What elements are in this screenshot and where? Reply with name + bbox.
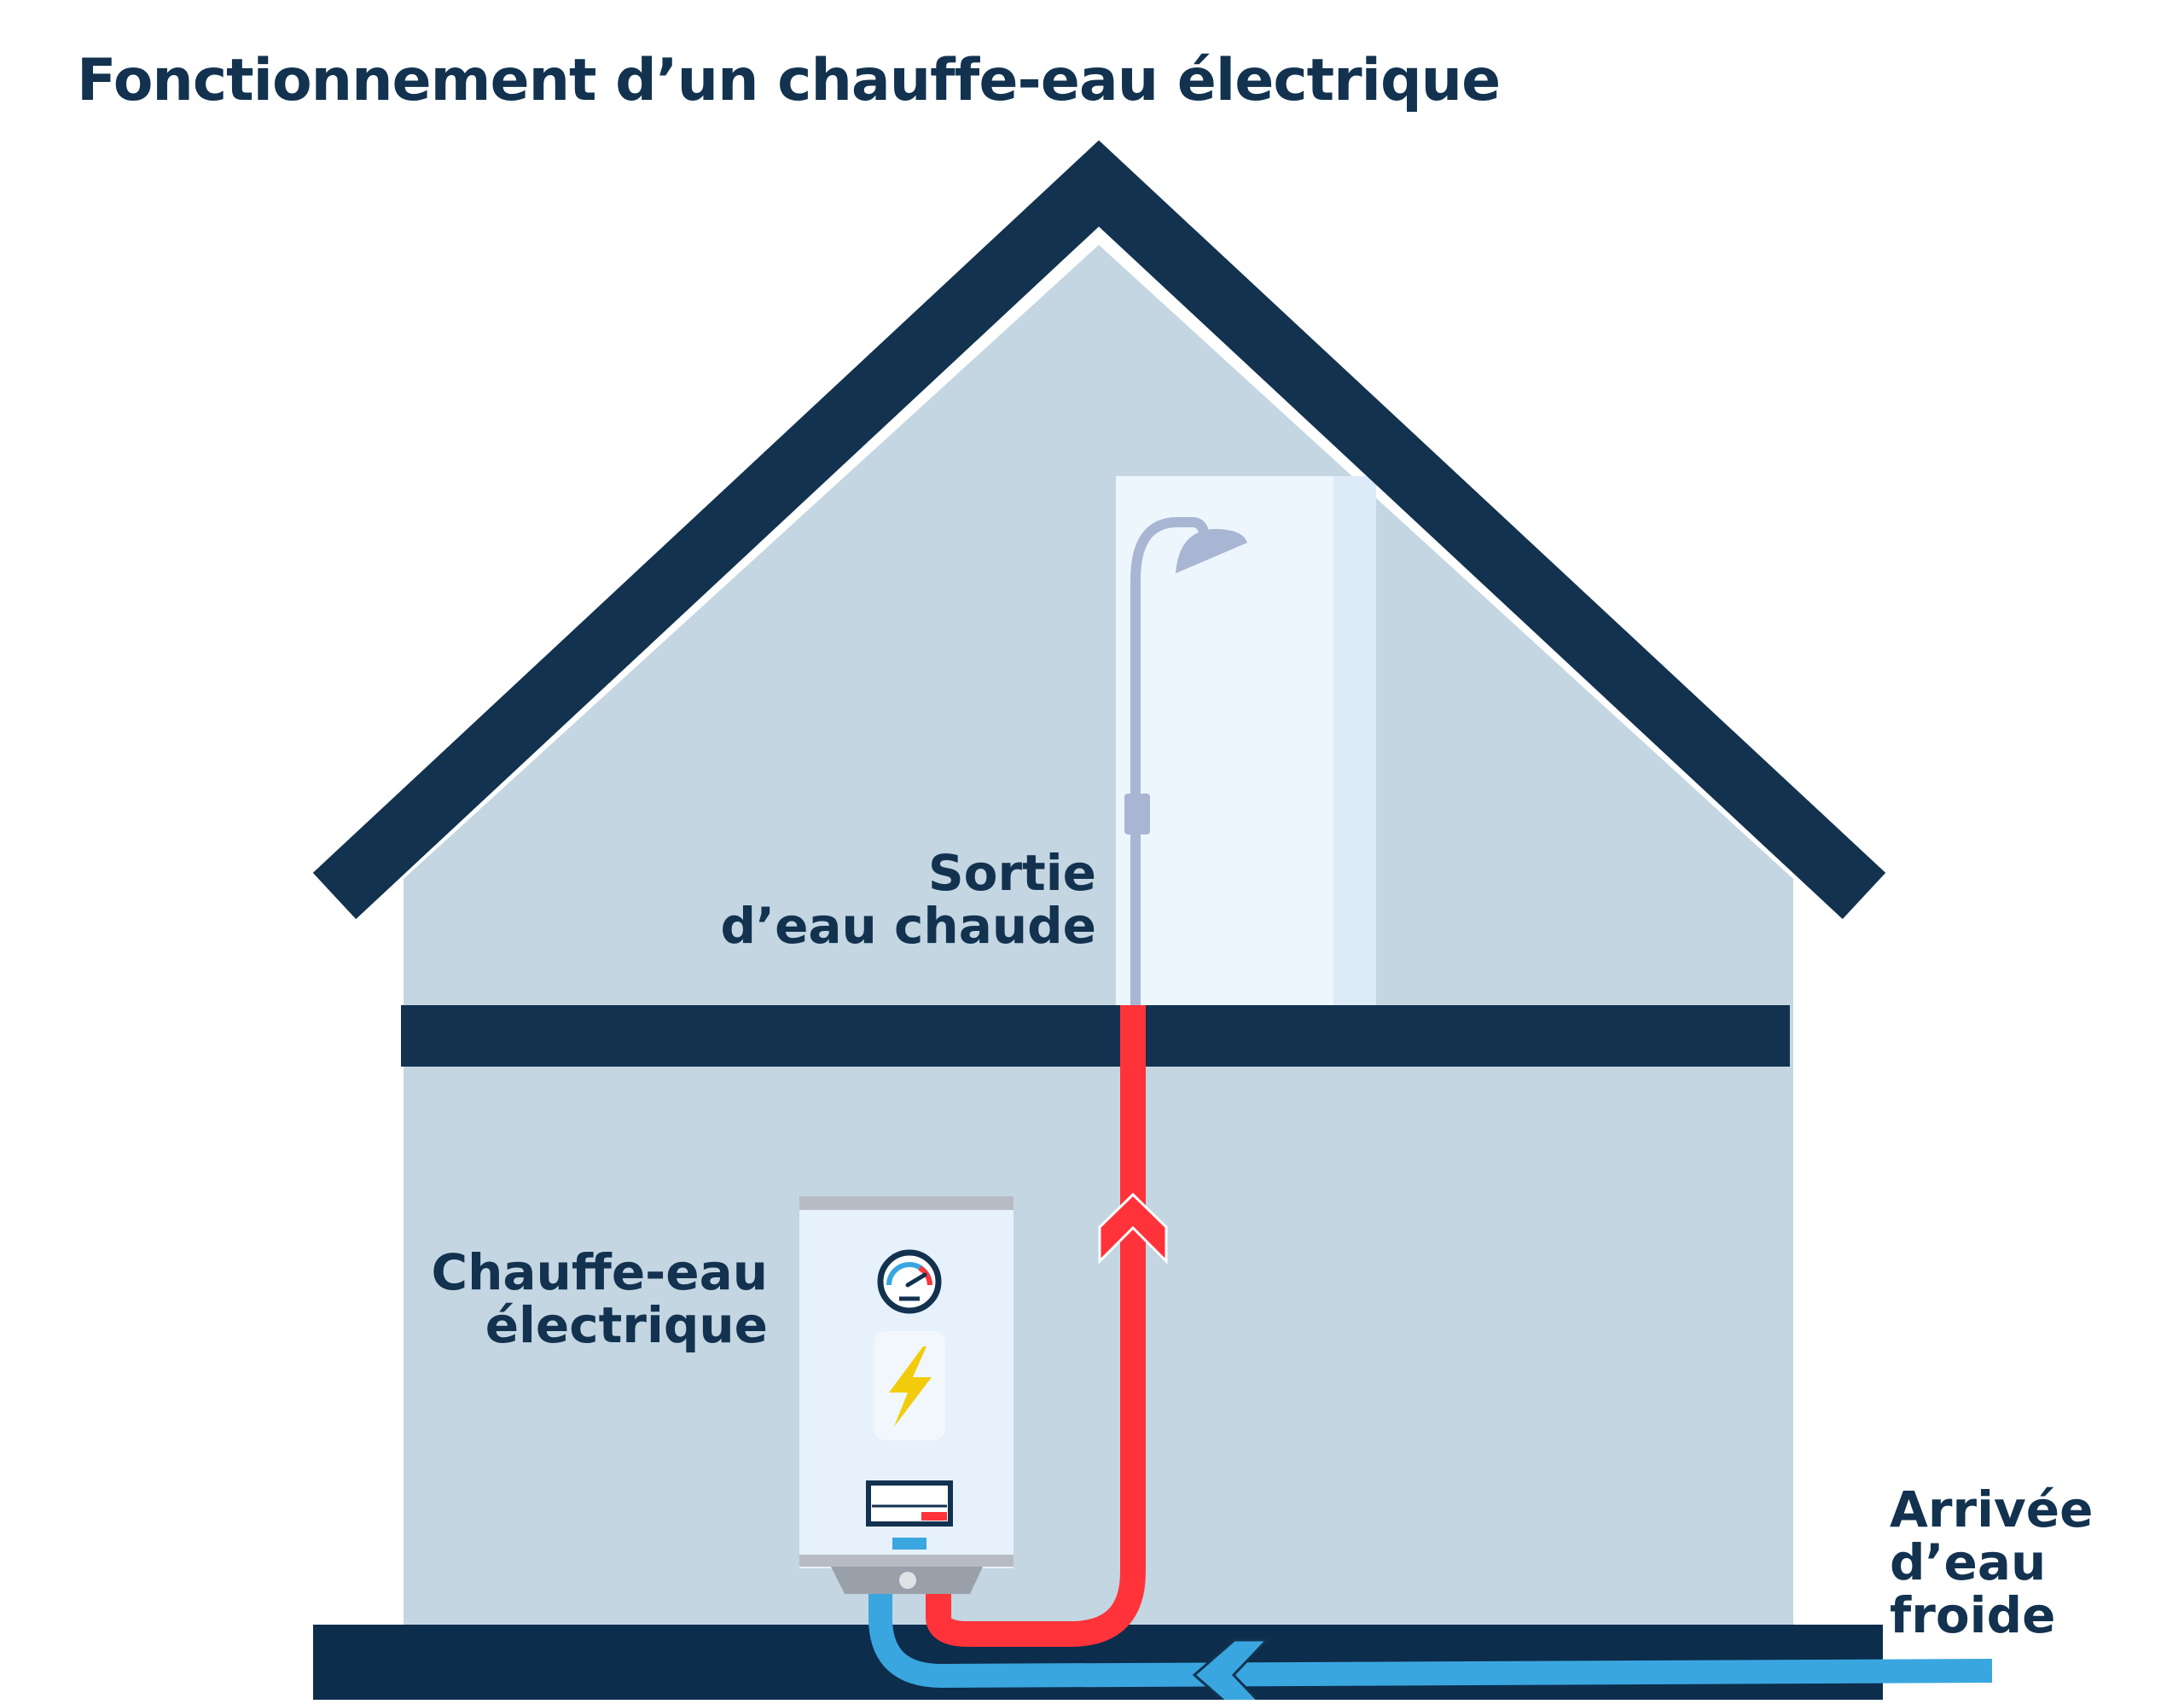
flow-arrow-icon — [1192, 1638, 1270, 1704]
shower-cabin — [1116, 476, 1376, 1005]
label-line: Chauffe-eau — [431, 1243, 768, 1301]
water-heater-label: Chauffe-eau électrique — [432, 1246, 768, 1352]
shower-icon — [1124, 517, 1247, 1010]
hot-water-outlet-label: Sortie d’eau chaude — [721, 846, 1096, 952]
cold-water-pipe — [868, 1587, 1993, 1704]
flow-arrow-icon — [1098, 1192, 1168, 1265]
label-line: Arrivée — [1890, 1480, 2094, 1538]
floor-slab — [401, 1005, 1790, 1067]
roof — [312, 140, 1886, 920]
hot-water-pipe — [926, 1005, 1168, 1647]
lightning-icon — [889, 1346, 932, 1427]
house-icon — [312, 140, 1886, 1630]
house-wall — [404, 245, 1793, 1630]
gauge-icon — [877, 1249, 942, 1314]
label-line: d’eau — [1890, 1533, 2047, 1591]
label-line: d’eau chaude — [720, 897, 1096, 955]
water-heater-icon — [799, 1196, 1014, 1594]
cold-water-inlet-label: Arrivée d’eau froide — [1890, 1483, 2093, 1642]
label-line: électrique — [485, 1296, 768, 1354]
label-line: froide — [1890, 1586, 2056, 1644]
diagram-title: Fonctionnement d’un chauffe-eau électriq… — [77, 47, 1501, 114]
label-line: Sortie — [927, 844, 1096, 902]
